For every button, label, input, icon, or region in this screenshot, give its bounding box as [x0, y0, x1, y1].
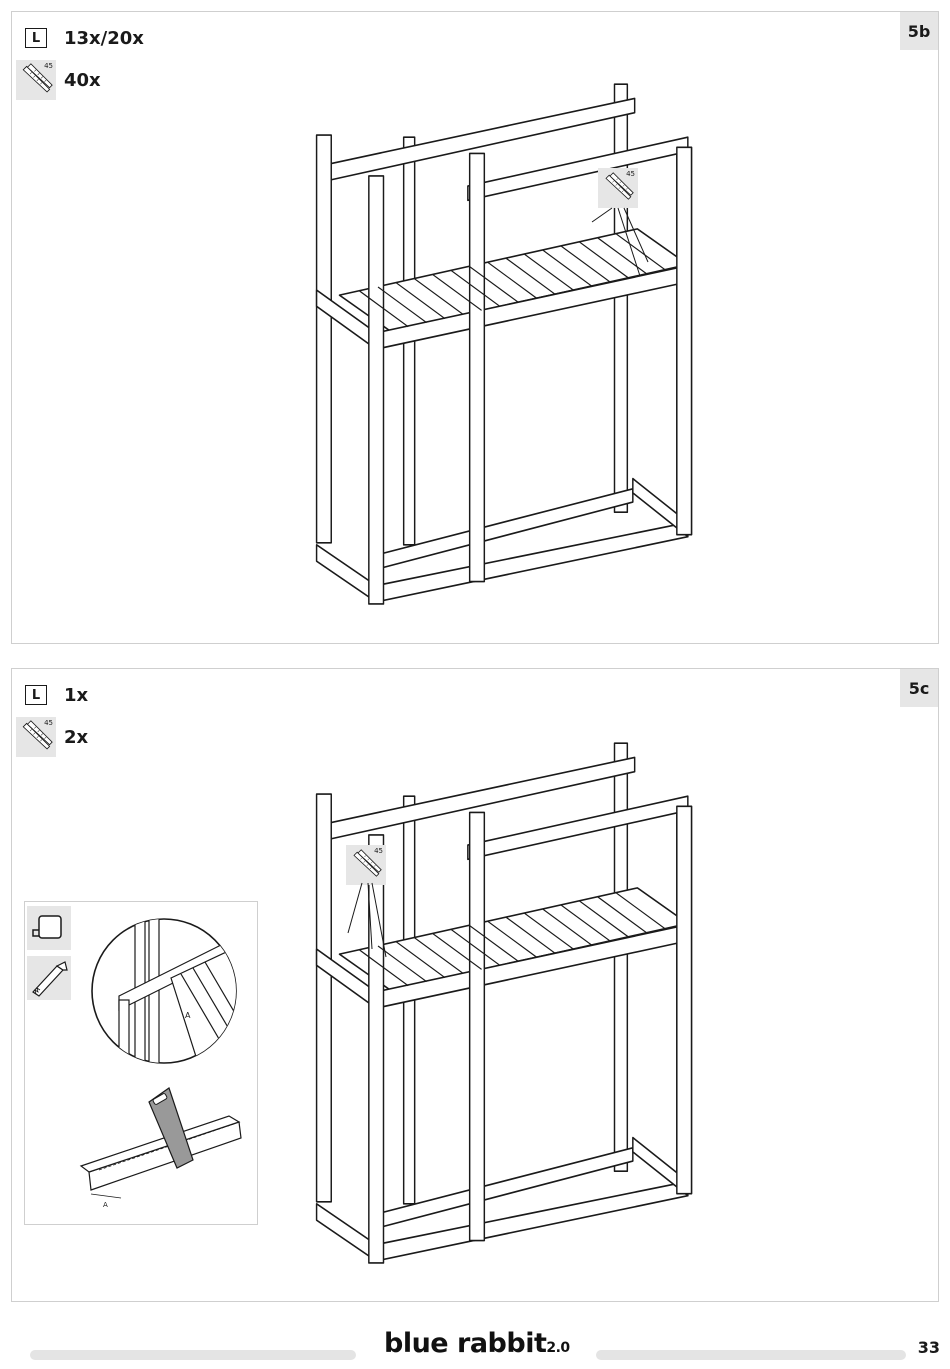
- screw-quantity: 40x: [64, 69, 101, 91]
- screw-callout: 45: [346, 845, 386, 885]
- saw-cutting-drawing: A: [79, 1087, 242, 1209]
- measuring-tape-icon: [27, 906, 71, 950]
- screw-size: 45: [44, 62, 53, 70]
- cutting-detail-box: A A: [24, 901, 258, 1225]
- part-l-quantity: 13x/20x: [64, 27, 144, 49]
- shelf-assembly-drawing: [312, 735, 752, 1265]
- part-row-screw: 45 40x: [16, 60, 101, 100]
- callout-screw-size: 45: [374, 847, 383, 855]
- footer-bar-left: [30, 1350, 356, 1360]
- brand-version: 2.0: [546, 1340, 570, 1356]
- step-5c-panel: 5c L 1x 45 2x: [11, 668, 939, 1302]
- shelf-assembly-drawing: [312, 76, 752, 606]
- part-row-l: L 13x/20x: [16, 18, 144, 58]
- saw-icon: [27, 956, 71, 1000]
- step-label: 5c: [900, 669, 938, 707]
- callout-leader-lines: [347, 882, 387, 958]
- step-5b-panel: 5b L 13x/20x 45 40x 45: [11, 11, 939, 644]
- screw-callout: 45: [598, 168, 638, 208]
- brand-logo: blue rabbit2.0: [384, 1328, 570, 1359]
- page-number: 33: [917, 1338, 940, 1357]
- part-l-icon: L: [16, 675, 56, 715]
- dimension-label: A: [185, 1011, 191, 1020]
- footer-bar-right: [596, 1350, 906, 1360]
- magnified-detail-circle: A: [91, 918, 237, 1064]
- part-l-icon: L: [16, 18, 56, 58]
- part-l-quantity: 1x: [64, 684, 89, 706]
- screw-quantity: 2x: [64, 726, 89, 748]
- callout-screw-size: 45: [626, 170, 635, 178]
- dimension-label: A: [103, 1201, 108, 1209]
- screw-icon: 45: [16, 60, 56, 100]
- page-footer: blue rabbit2.0 33: [0, 1322, 950, 1369]
- callout-leader-lines: [591, 207, 649, 277]
- part-row-screw: 45 2x: [16, 717, 88, 757]
- screw-size: 45: [44, 719, 53, 727]
- screw-icon: 45: [16, 717, 56, 757]
- part-row-l: L 1x: [16, 675, 88, 715]
- step-label: 5b: [900, 12, 938, 50]
